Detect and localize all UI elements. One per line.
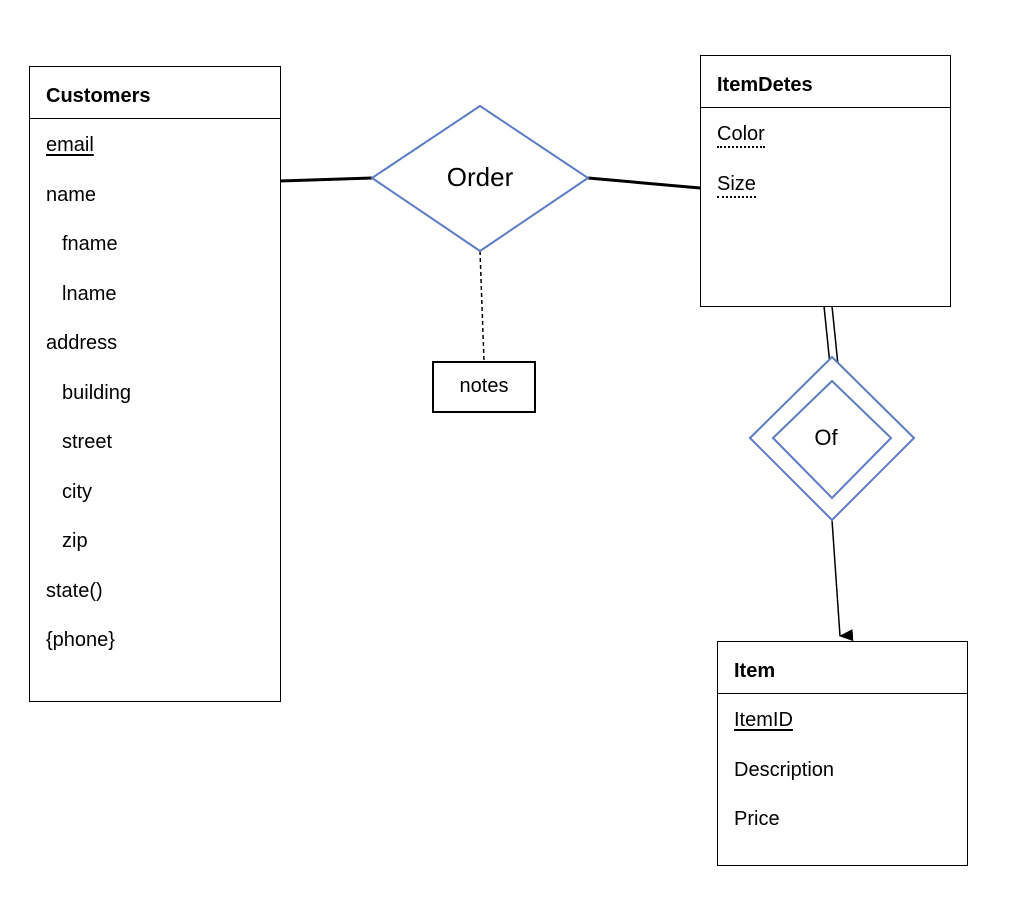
attribute-itemid: ItemID [734, 709, 793, 731]
attribute-fname: fname [62, 233, 118, 255]
item-entity[interactable]: Item ItemID Description Price [717, 641, 968, 866]
of-item-arrow [831, 519, 854, 642]
attribute-address: address [46, 332, 118, 354]
of-diamond-inner [771, 379, 893, 500]
order-diamond [370, 104, 590, 253]
order-relationship-label: Order [446, 162, 514, 192]
attribute-price: Price [734, 808, 780, 830]
customers-entity[interactable]: Customers email name fname lname address… [29, 66, 281, 702]
customers-attributes: email name fname lname address building … [30, 119, 280, 676]
item-attributes: ItemID Description Price [718, 694, 967, 855]
attribute-lname: lname [62, 282, 117, 305]
of-diamond-outer [748, 355, 916, 522]
itemdetes-entity[interactable]: ItemDetes Color Size [700, 55, 951, 307]
of-relationship-label: Of [814, 425, 838, 450]
itemdetes-title: ItemDetes [701, 56, 950, 108]
customers-order-line [279, 176, 373, 183]
attribute-description: Description [734, 758, 835, 781]
attribute-email: email [46, 134, 94, 156]
attribute-zip: zip [62, 530, 88, 552]
attribute-street: street [62, 431, 113, 453]
notes-annotation: notes [432, 361, 536, 413]
item-title: Item [718, 642, 967, 694]
attribute-phone: {phone} [46, 629, 115, 651]
attribute-building: building [62, 381, 131, 404]
itemdetes-attributes: Color Size [701, 108, 950, 219]
order-itemdetes-line [587, 176, 701, 190]
itemdetes-of-line-1 [823, 305, 831, 366]
order-notes-dashed-line [479, 250, 485, 362]
customers-title: Customers [30, 67, 280, 119]
itemdetes-of-line-2 [831, 305, 839, 366]
attribute-color: Color [717, 120, 950, 170]
attribute-state: state() [46, 579, 103, 602]
attribute-city: city [62, 480, 92, 503]
attribute-size: Size [717, 170, 950, 220]
attribute-name: name [46, 183, 97, 206]
